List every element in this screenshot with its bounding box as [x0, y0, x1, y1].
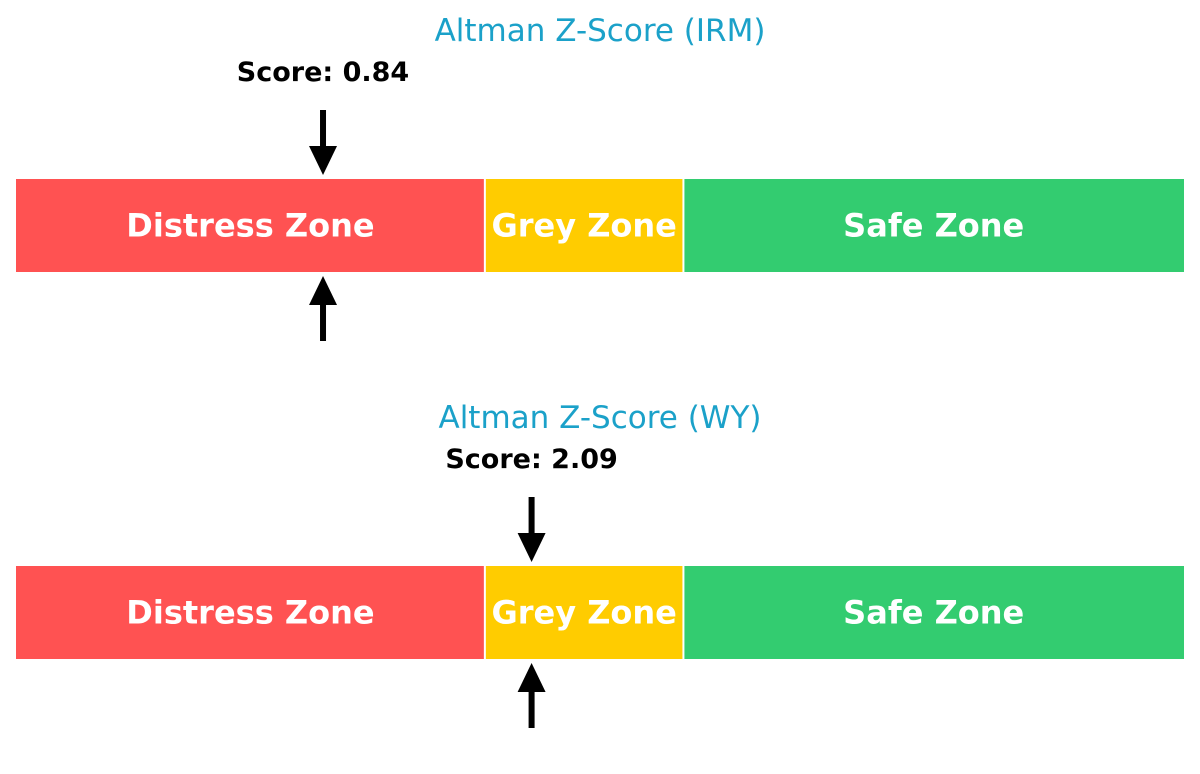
score-label: Score: 0.84 — [237, 57, 409, 88]
score-pointer-up-icon — [517, 663, 546, 692]
safe-zone-bar — [683, 566, 1184, 659]
chart-title: Altman Z-Score (WY) — [438, 400, 761, 436]
grey-zone-bar — [484, 566, 684, 659]
safe-zone-label: Safe Zone — [843, 207, 1024, 245]
gauge-panel-irm: Altman Z-Score (IRM) Distress Zone Grey Zo… — [16, 13, 1184, 341]
distress-zone-bar — [16, 566, 485, 659]
score-pointer-down-icon — [309, 146, 338, 175]
grey-zone-bar — [484, 179, 684, 272]
score-pointer-up-icon — [309, 276, 338, 305]
distress-zone-bar — [16, 179, 485, 272]
gauge-panel-wy: Altman Z-Score (WY) Distress Zone Grey Zon… — [16, 400, 1184, 728]
distress-zone-label: Distress Zone — [126, 594, 374, 632]
distress-zone-label: Distress Zone — [126, 207, 374, 245]
score-pointer-down-icon — [517, 533, 546, 562]
score-label: Score: 2.09 — [445, 444, 617, 475]
safe-zone-bar — [683, 179, 1184, 272]
chart-title: Altman Z-Score (IRM) — [435, 13, 766, 49]
grey-zone-label: Grey Zone — [491, 594, 676, 632]
safe-zone-label: Safe Zone — [843, 594, 1024, 632]
grey-zone-label: Grey Zone — [491, 207, 676, 245]
